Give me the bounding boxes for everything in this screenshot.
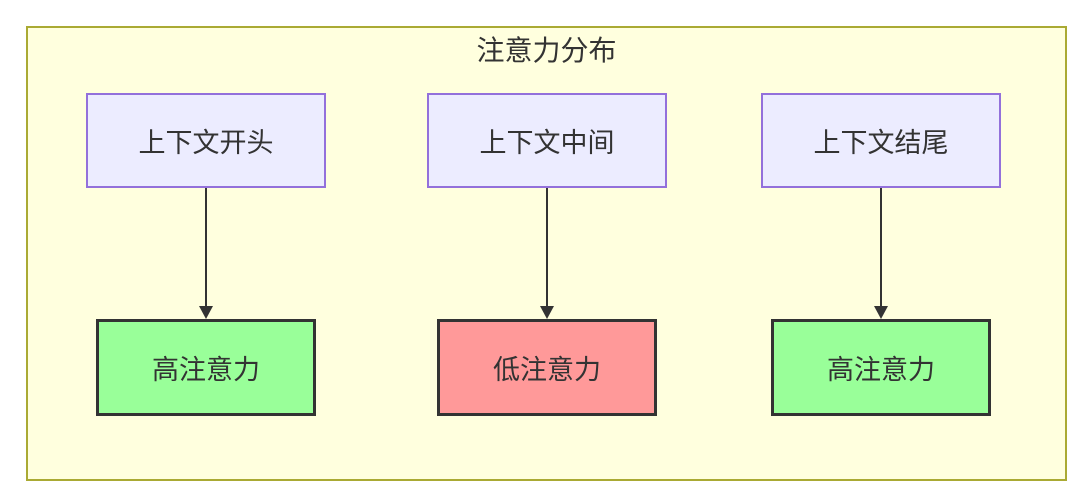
arrow-down-icon (86, 188, 326, 319)
flow-column-context-end: 上下文结尾 高注意力 (761, 93, 1001, 416)
node-high-attention-end-label: 高注意力 (827, 355, 935, 385)
arrow-down-icon (761, 188, 1001, 319)
arrow-shaft (880, 188, 882, 309)
flow-column-context-start: 上下文开头 高注意力 (86, 93, 326, 416)
node-low-attention-middle: 低注意力 (437, 319, 657, 416)
node-high-attention-start-label: 高注意力 (152, 355, 260, 385)
arrowhead-icon (199, 306, 213, 319)
arrow-shaft (205, 188, 207, 309)
node-high-attention-start: 高注意力 (96, 319, 316, 416)
node-context-end-label: 上下文结尾 (813, 128, 949, 158)
node-low-attention-middle-label: 低注意力 (493, 355, 601, 385)
node-context-middle: 上下文中间 (427, 93, 667, 188)
flow-column-context-middle: 上下文中间 低注意力 (427, 93, 667, 416)
node-high-attention-end: 高注意力 (771, 319, 991, 416)
diagram-title: 注意力分布 (476, 35, 617, 66)
arrowhead-icon (540, 306, 554, 319)
arrowhead-icon (874, 306, 888, 319)
arrow-down-icon (427, 188, 667, 319)
node-context-middle-label: 上下文中间 (479, 128, 615, 158)
arrow-shaft (546, 188, 548, 309)
node-context-start-label: 上下文开头 (138, 128, 274, 158)
node-context-start: 上下文开头 (86, 93, 326, 188)
node-context-end: 上下文结尾 (761, 93, 1001, 188)
